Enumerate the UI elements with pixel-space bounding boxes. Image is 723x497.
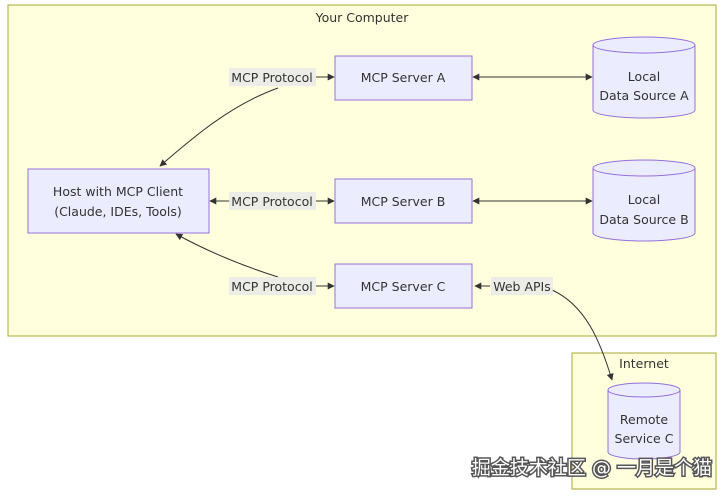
svg-text:MCP Server C: MCP Server C: [361, 279, 446, 294]
svg-text:MCP Server A: MCP Server A: [361, 70, 446, 85]
node-data-source-b: Local Data Source B: [592, 159, 696, 242]
node-data-source-a: Local Data Source A: [592, 36, 696, 119]
svg-text:Web APIs: Web APIs: [493, 279, 551, 294]
svg-text:Local: Local: [628, 69, 660, 84]
svg-text:MCP Server B: MCP Server B: [361, 194, 446, 209]
node-host: Host with MCP Client (Claude, IDEs, Tool…: [27, 168, 210, 234]
cluster-internet-label: Internet: [619, 356, 669, 371]
node-host-line2: (Claude, IDEs, Tools): [54, 204, 182, 219]
node-server-c: MCP Server C: [334, 263, 473, 309]
node-server-b: MCP Server B: [334, 178, 473, 224]
svg-text:Data Source B: Data Source B: [599, 212, 688, 227]
edge-label-protocol-b: MCP Protocol: [229, 192, 316, 210]
edge-label-protocol-a: MCP Protocol: [229, 68, 316, 86]
svg-text:Service C: Service C: [615, 431, 674, 446]
svg-text:Data Source A: Data Source A: [599, 88, 689, 103]
svg-text:MCP Protocol: MCP Protocol: [231, 194, 312, 209]
edge-host-server-a: [159, 87, 279, 167]
svg-text:MCP Protocol: MCP Protocol: [231, 279, 312, 294]
cluster-your-computer-label: Your Computer: [315, 10, 410, 25]
node-remote-service-c: Remote Service C: [607, 382, 681, 460]
node-host-line1: Host with MCP Client: [53, 184, 183, 199]
edge-label-protocol-c: MCP Protocol: [229, 277, 316, 295]
svg-text:MCP Protocol: MCP Protocol: [231, 70, 312, 85]
edge-label-web-apis: Web APIs: [491, 277, 553, 295]
svg-text:Remote: Remote: [620, 412, 669, 427]
node-server-a: MCP Server A: [334, 55, 473, 101]
cluster-internet: Internet: [571, 352, 717, 490]
edge-webapis-remote: [551, 289, 614, 381]
watermark: 掘金技术社区 @ 一月是个猫: [472, 457, 712, 479]
edge-host-server-c: [175, 233, 279, 278]
svg-text:Local: Local: [628, 192, 660, 207]
